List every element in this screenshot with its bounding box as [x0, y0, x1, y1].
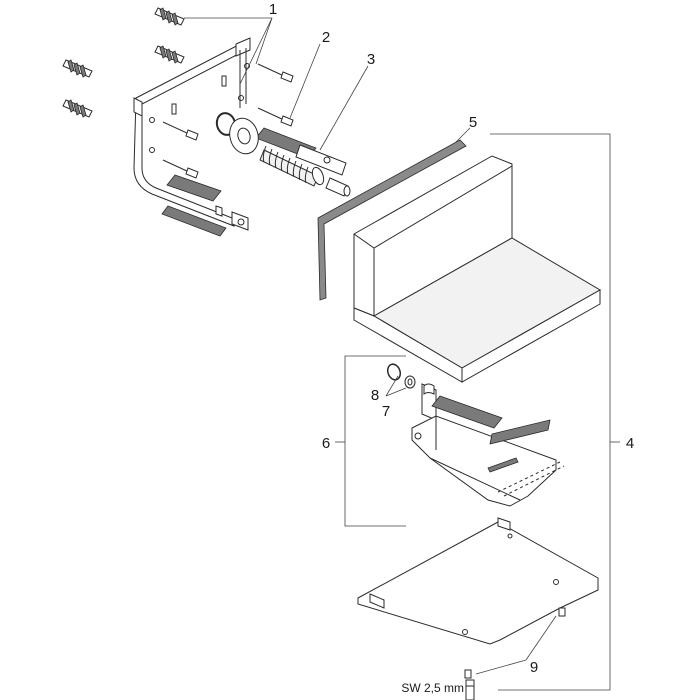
screw	[257, 107, 294, 127]
screw	[162, 121, 199, 141]
screw	[162, 159, 199, 179]
pin	[325, 177, 351, 197]
label-2: 2	[322, 29, 330, 46]
label-5: 5	[469, 114, 477, 131]
label-1: 1	[269, 1, 277, 18]
gasket-frame	[317, 139, 467, 301]
label-7: 7	[382, 403, 390, 420]
label-3: 3	[367, 51, 375, 68]
wall-anchor	[62, 59, 93, 78]
wall-anchor	[154, 7, 185, 26]
label-6: 6	[322, 435, 330, 452]
wall-anchors	[62, 7, 185, 118]
spring-holder	[259, 144, 351, 197]
part-labels: 1 2 3 5 4 6 8 7 9 SW 2,5 mm	[269, 1, 634, 695]
small-screw	[171, 75, 227, 115]
hex-key-tool	[465, 679, 475, 700]
leader-lines	[184, 17, 620, 691]
spring	[259, 145, 325, 187]
wall-anchor	[62, 99, 93, 118]
wall-anchor	[154, 45, 185, 64]
shelf-body	[353, 155, 601, 383]
label-4: 4	[626, 435, 634, 452]
wall-bracket	[133, 37, 251, 231]
set-screws	[464, 607, 566, 679]
rosette	[215, 112, 259, 155]
screws	[162, 63, 294, 179]
hex-key-label: SW 2,5 mm	[401, 681, 464, 695]
label-9: 9	[530, 659, 538, 676]
screw	[257, 63, 294, 83]
label-8: 8	[371, 387, 379, 404]
shelf-mechanism	[386, 363, 565, 507]
bottom-plate	[357, 517, 599, 645]
